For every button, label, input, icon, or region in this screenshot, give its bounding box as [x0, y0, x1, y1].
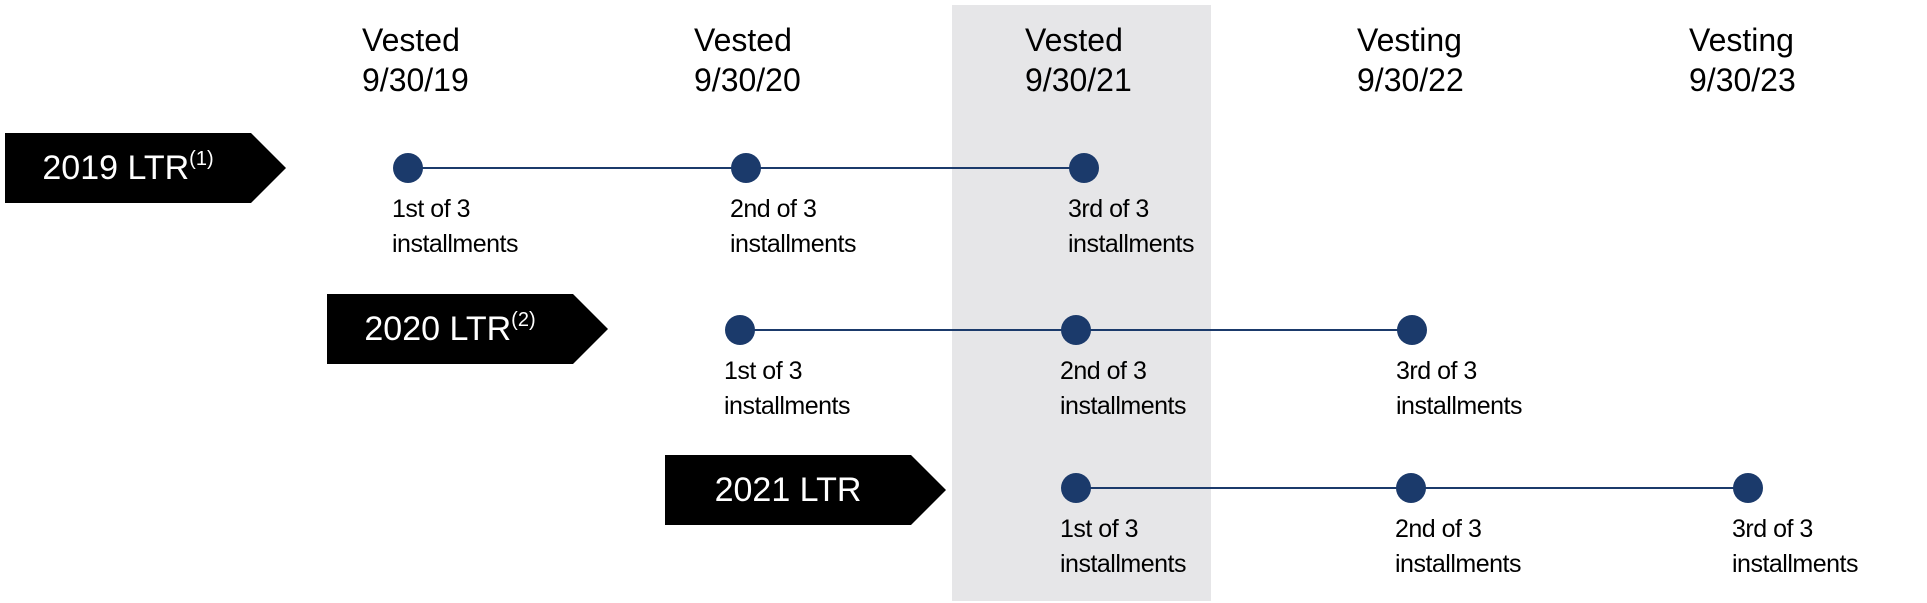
- installment-ordinal: 1st of 3: [1060, 515, 1139, 543]
- column-header-2023: Vesting 9/30/23: [1689, 20, 1889, 100]
- installment-word: installments: [1060, 550, 1187, 578]
- plan-tag-label: 2020 LTR(2): [327, 294, 573, 364]
- installment-ordinal: 2nd of 3: [1060, 357, 1147, 385]
- column-status: Vested: [694, 22, 792, 58]
- installment-word: installments: [392, 230, 519, 258]
- column-header-2020: Vested 9/30/20: [694, 20, 894, 100]
- plan-name: 2020 LTR: [364, 310, 512, 348]
- plan-name: 2021 LTR: [714, 471, 862, 509]
- column-date: 9/30/22: [1357, 62, 1464, 98]
- milestone-label: 2nd of 3 installments: [730, 192, 900, 262]
- installment-ordinal: 1st of 3: [392, 195, 471, 223]
- column-status: Vesting: [1689, 22, 1794, 58]
- column-status: Vested: [362, 22, 460, 58]
- milestone-node: [1396, 473, 1426, 503]
- installment-word: installments: [1732, 550, 1859, 578]
- column-header-2022: Vesting 9/30/22: [1357, 20, 1557, 100]
- column-date: 9/30/20: [694, 62, 801, 98]
- milestone-node: [1733, 473, 1763, 503]
- milestone-node: [1069, 153, 1099, 183]
- plan-name: 2019 LTR: [42, 149, 190, 187]
- milestone-label: 3rd of 3 installments: [1732, 512, 1902, 582]
- milestone-label: 1st of 3 installments: [392, 192, 562, 262]
- installment-ordinal: 2nd of 3: [730, 195, 817, 223]
- milestone-label: 2nd of 3 installments: [1395, 512, 1565, 582]
- footnote-marker: (1): [189, 148, 214, 170]
- installment-ordinal: 2nd of 3: [1395, 515, 1482, 543]
- column-date: 9/30/23: [1689, 62, 1796, 98]
- milestone-label: 1st of 3 installments: [724, 354, 894, 424]
- milestone-label: 3rd of 3 installments: [1068, 192, 1238, 262]
- milestone-node: [1061, 473, 1091, 503]
- column-status: Vesting: [1357, 22, 1462, 58]
- installment-word: installments: [1068, 230, 1195, 258]
- milestone-node: [393, 153, 423, 183]
- column-date: 9/30/21: [1025, 62, 1132, 98]
- column-header-2019: Vested 9/30/19: [362, 20, 562, 100]
- milestone-label: 2nd of 3 installments: [1060, 354, 1230, 424]
- column-status: Vested: [1025, 22, 1123, 58]
- footnote-marker: (2): [511, 309, 536, 331]
- installment-ordinal: 1st of 3: [724, 357, 803, 385]
- installment-word: installments: [1060, 392, 1187, 420]
- plan-tag-2019-ltr: 2019 LTR(1): [5, 133, 286, 203]
- milestone-label: 3rd of 3 installments: [1396, 354, 1566, 424]
- milestone-label: 1st of 3 installments: [1060, 512, 1230, 582]
- installment-ordinal: 3rd of 3: [1068, 195, 1149, 223]
- installment-word: installments: [724, 392, 851, 420]
- installment-word: installments: [730, 230, 857, 258]
- plan-tag-2020-ltr: 2020 LTR(2): [327, 294, 608, 364]
- column-header-2021: Vested 9/30/21: [1025, 20, 1225, 100]
- milestone-node: [1397, 315, 1427, 345]
- milestone-node: [725, 315, 755, 345]
- installment-ordinal: 3rd of 3: [1396, 357, 1477, 385]
- plan-tag-label: 2019 LTR(1): [5, 133, 251, 203]
- installment-word: installments: [1396, 392, 1523, 420]
- plan-tag-label: 2021 LTR: [665, 455, 911, 525]
- installment-ordinal: 3rd of 3: [1732, 515, 1813, 543]
- column-date: 9/30/19: [362, 62, 469, 98]
- milestone-node: [1061, 315, 1091, 345]
- milestone-node: [731, 153, 761, 183]
- plan-tag-2021-ltr: 2021 LTR: [665, 455, 946, 525]
- installment-word: installments: [1395, 550, 1522, 578]
